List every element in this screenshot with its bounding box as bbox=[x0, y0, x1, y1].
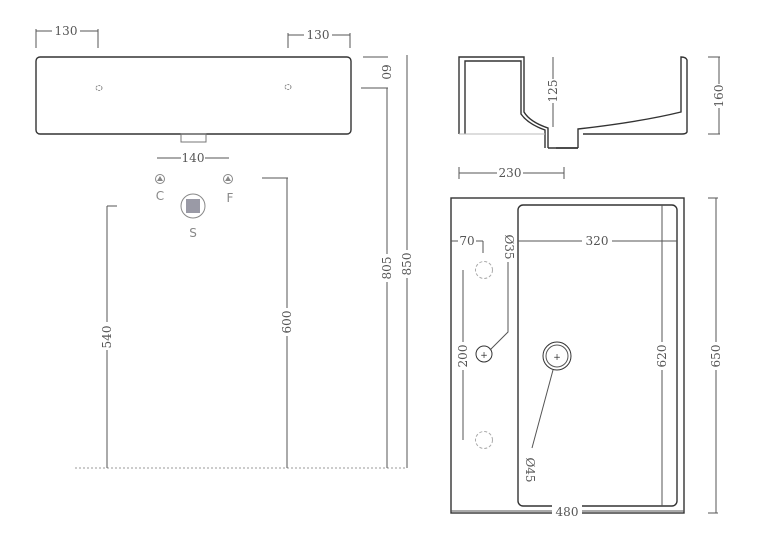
hot-valve-icon bbox=[223, 174, 233, 184]
dim-basin-depth-top: 620 bbox=[655, 345, 669, 368]
dim-left-hole: 130 bbox=[55, 24, 78, 38]
dim-600: 600 bbox=[280, 311, 294, 334]
dim-drain-offset: 230 bbox=[499, 166, 522, 180]
dim-basin-depth: 125 bbox=[546, 80, 560, 103]
dim-right-hole: 130 bbox=[307, 28, 330, 42]
drain-stub bbox=[180, 133, 207, 143]
dim-total-width: 480 bbox=[556, 505, 579, 519]
dim-850: 850 bbox=[400, 253, 414, 276]
dim-540: 540 bbox=[100, 326, 114, 349]
dim-faucet-spacing: 140 bbox=[182, 151, 205, 165]
top-view: + + 70 Ø35 320 200 620 650 Ø45 bbox=[450, 197, 723, 519]
tap-hole-center-icon bbox=[475, 345, 493, 363]
dim-hole-spacing: 200 bbox=[456, 345, 470, 368]
drain-outer-icon bbox=[542, 341, 572, 371]
front-view: 130 130 60 140 C F S 540 bbox=[35, 24, 414, 469]
dim-hole-offset: 70 bbox=[459, 234, 474, 248]
dim-basin-width: 320 bbox=[586, 234, 609, 248]
basin-front-outline bbox=[35, 56, 352, 135]
dim-top-thickness: 60 bbox=[379, 64, 393, 79]
basin-inner-outline bbox=[517, 204, 678, 507]
cold-label: C bbox=[156, 189, 164, 203]
dim-total-depth: 650 bbox=[709, 345, 723, 368]
left-hole-icon bbox=[95, 85, 103, 91]
svg-text:+: + bbox=[553, 353, 561, 363]
cold-valve-icon bbox=[155, 174, 165, 184]
tap-hole-bottom-icon bbox=[475, 431, 493, 449]
svg-text:+: + bbox=[480, 351, 488, 361]
dim-side-height: 160 bbox=[712, 85, 726, 108]
right-hole-icon bbox=[284, 84, 292, 90]
dim-hole-dia: Ø35 bbox=[502, 234, 516, 259]
drain-icon bbox=[180, 193, 206, 219]
side-view: 125 160 230 bbox=[458, 56, 726, 180]
dim-drain-dia: Ø45 bbox=[523, 457, 537, 482]
drain-label: S bbox=[189, 226, 197, 240]
tap-hole-top-icon bbox=[475, 261, 493, 279]
dim-805: 805 bbox=[380, 257, 394, 280]
hot-label: F bbox=[227, 191, 234, 205]
